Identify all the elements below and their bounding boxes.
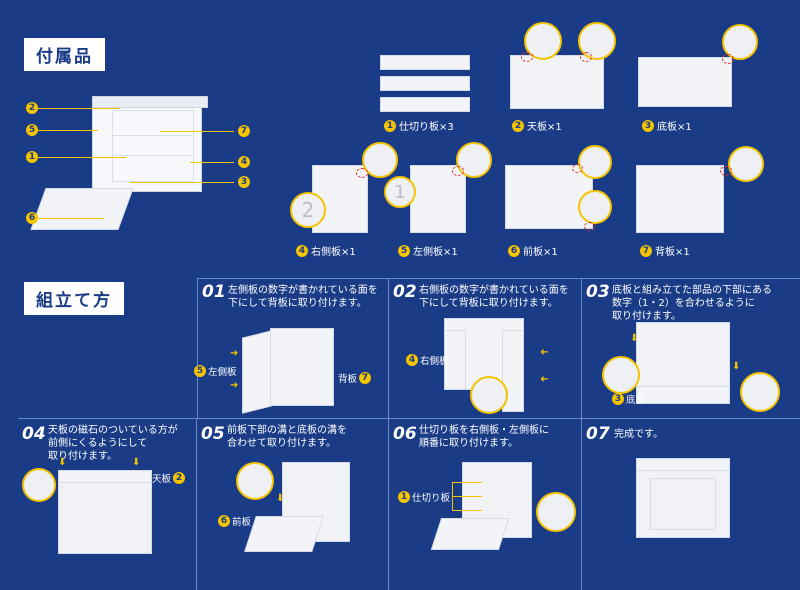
step-number-06: 06 [393, 424, 417, 444]
parts-header: 付属品 [24, 38, 105, 71]
arrow-down-icon: ⬇ [132, 457, 141, 468]
arrow-down-icon: ⬇ [276, 493, 285, 504]
step-text-01: 左側板の数字が書かれている面を 下にして背板に取り付けます。 [228, 285, 378, 309]
overview-callout-7: 7 [238, 125, 250, 137]
part-caption-back: 7 背板×1 [640, 243, 690, 258]
arrow-icon: ➜ [230, 380, 239, 391]
arrow-icon: ➜ [230, 348, 239, 359]
step-03-label-bottom: 3 底板 [612, 392, 645, 406]
step-row-top-border [197, 278, 800, 279]
arrow-down-icon: ⬇ [732, 361, 741, 372]
step-02-label-right-side: 4 右側板 [406, 353, 449, 367]
overview-callout-5: 5 [26, 124, 38, 136]
overview-callout-3: 3 [238, 176, 250, 188]
part-caption-bottom: 3 底板×1 [642, 118, 692, 133]
step-divider-b [388, 278, 389, 590]
part-caption-divider: 1 仕切り板×3 [384, 118, 454, 133]
step-number-02: 02 [393, 282, 417, 302]
step-text-07: 完成です。 [614, 429, 663, 440]
step-text-02: 右側板の数字が書かれている面を 下にして背板に取り付けます。 [419, 285, 569, 309]
step-number-04: 04 [22, 424, 46, 444]
side-panel-digit-1: 1 [394, 181, 406, 203]
arrow-down-icon: ⬇ [630, 333, 639, 344]
step-01-label-left-side: 5 左側板 [194, 364, 237, 378]
step-divider-d [196, 418, 197, 590]
step-01-label-back: 背板 7 [338, 371, 372, 385]
step-number-03: 03 [586, 282, 610, 302]
arrow-icon: ➜ [540, 347, 549, 358]
part-caption-front: 6 前板×1 [508, 243, 558, 258]
step-number-05: 05 [201, 424, 225, 444]
step-divider-c [581, 278, 582, 590]
step-number-01: 01 [202, 282, 226, 302]
step-05-label-front: 6 前板 [218, 514, 251, 528]
step-04-label-top: 天板 2 [152, 471, 186, 485]
arrow-down-icon: ⬇ [58, 457, 67, 468]
step-number-07: 07 [586, 424, 610, 444]
part-caption-left-side: 5 左側板×1 [398, 243, 458, 258]
step-divider-a [197, 278, 198, 418]
part-caption-top: 2 天板×1 [512, 118, 562, 133]
step-text-06: 仕切り板を右側板・左側板に 順番に取り付けます。 [419, 425, 549, 449]
overview-callout-4: 4 [238, 156, 250, 168]
side-panel-digit-2: 2 [301, 198, 315, 222]
step-06-label-divider: 1 仕切り板 [398, 490, 450, 504]
step-text-03: 底板と組み立てた部品の下部にある 数字（1・2）を合わせるように 取り付けます。 [612, 285, 772, 322]
step-text-05: 前板下部の溝と底板の溝を 合わせて取り付けます。 [227, 425, 347, 449]
part-caption-right-side: 4 右側板×1 [296, 243, 356, 258]
arrow-icon: ➜ [540, 374, 549, 385]
assembly-header: 組立て方 [24, 282, 124, 315]
overview-callout-6: 6 [26, 212, 38, 224]
overview-callout-1: 1 [26, 151, 38, 163]
overview-callout-2: 2 [26, 102, 38, 114]
step-row-divider [18, 418, 800, 419]
step-text-04: 天板の磁石のついている方が 前側にくるようにして 取り付けます。 [48, 425, 178, 462]
